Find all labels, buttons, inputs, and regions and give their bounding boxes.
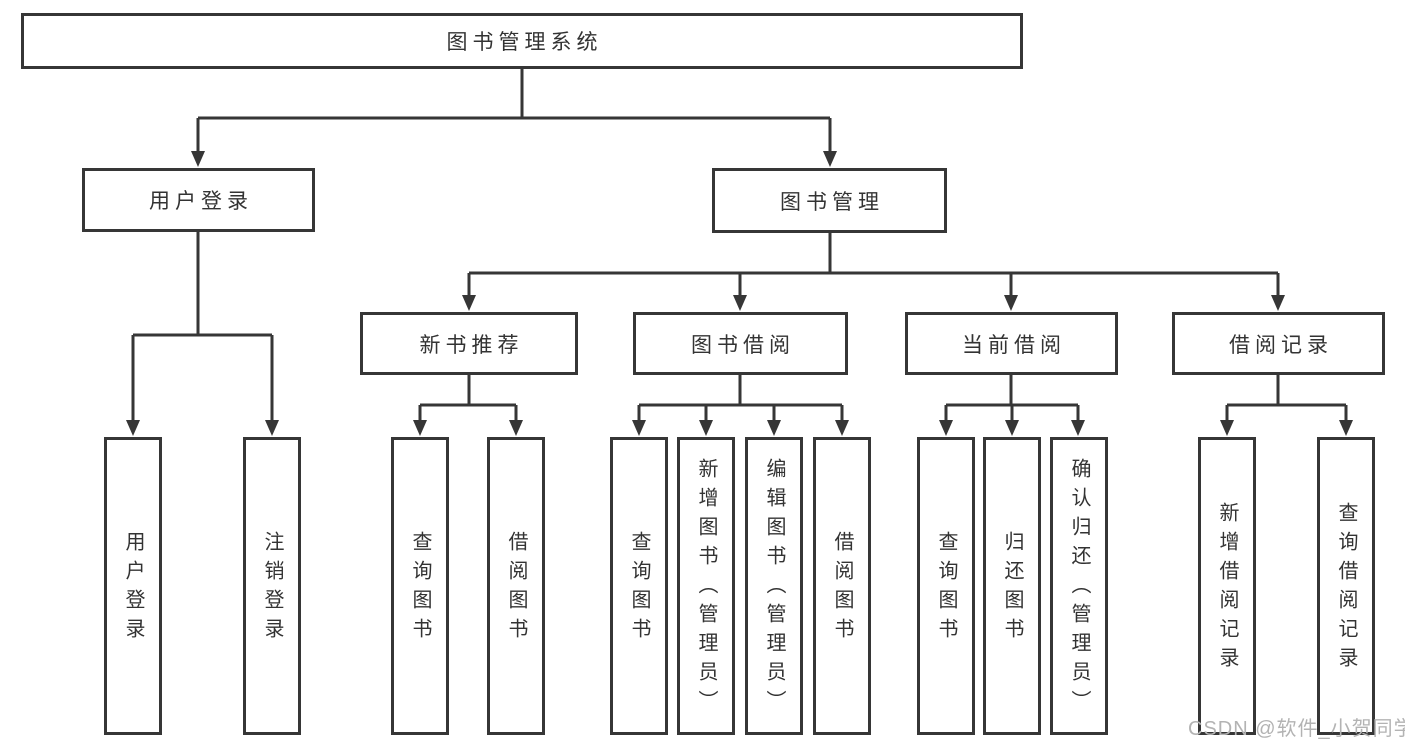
leaf-recommend-query-books: 查询图书 [391,437,449,735]
leaf-current-confirm-return-admin-label: 确认归还（管理员） [1068,458,1090,719]
node-book-borrow: 图书借阅 [633,312,848,375]
node-current-borrow: 当前借阅 [905,312,1118,375]
leaf-records-add-record: 新增借阅记录 [1198,437,1256,735]
leaf-borrow-edit-books-admin: 编辑图书（管理员） [745,437,803,735]
node-borrow-records: 借阅记录 [1172,312,1385,375]
connector-user-login-fork [131,232,274,422]
leaf-borrow-query-books: 查询图书 [610,437,668,735]
arrowheads-borrow-leaves [632,420,849,436]
connector-new-book-recommend-fork [418,375,518,422]
connector-book-borrow-fork [637,375,844,422]
arrowheads-user-login-leaves [126,420,279,436]
arrowheads-records-leaves [1220,420,1353,436]
leaf-borrow-borrow-books: 借阅图书 [813,437,871,735]
leaf-user-login: 用户登录 [104,437,162,735]
connector-borrow-records-fork [1225,375,1348,422]
leaf-borrow-borrow-books-label: 借阅图书 [831,530,853,647]
arrowheads-level3 [462,295,1285,311]
leaf-records-query-record-label: 查询借阅记录 [1335,501,1357,676]
node-book-management: 图书管理 [712,168,947,233]
node-user-login: 用户登录 [82,168,315,232]
leaf-user-login-label: 用户登录 [122,530,144,647]
leaf-borrow-edit-books-admin-label: 编辑图书（管理员） [763,458,785,719]
leaf-recommend-query-books-label: 查询图书 [409,530,431,647]
leaf-recommend-borrow-books: 借阅图书 [487,437,545,735]
leaf-borrow-add-books-admin: 新增图书（管理员） [677,437,735,735]
leaf-records-query-record: 查询借阅记录 [1317,437,1375,735]
leaf-borrow-query-books-label: 查询图书 [628,530,650,647]
leaf-current-query-books-label: 查询图书 [935,530,957,647]
leaf-current-confirm-return-admin: 确认归还（管理员） [1050,437,1108,735]
connector-current-borrow-fork [944,375,1080,422]
arrowheads-recommend-leaves [413,420,523,436]
connector-book-management-fork [467,232,1280,297]
leaf-current-return-books-label: 归还图书 [1001,530,1023,647]
csdn-watermark: CSDN @软件_小贺同学 [1188,718,1405,740]
leaf-current-return-books: 归还图书 [983,437,1041,735]
leaf-logout-label: 注销登录 [261,530,283,647]
leaf-current-query-books: 查询图书 [917,437,975,735]
arrowheads-level2 [191,151,837,167]
connector-root-to-level2 [196,69,832,153]
leaf-borrow-add-books-admin-label: 新增图书（管理员） [695,458,717,719]
leaf-logout: 注销登录 [243,437,301,735]
arrowheads-current-leaves [939,420,1085,436]
leaf-recommend-borrow-books-label: 借阅图书 [505,530,527,647]
node-root-library-system: 图书管理系统 [21,13,1023,69]
node-new-book-recommend: 新书推荐 [360,312,578,375]
leaf-records-add-record-label: 新增借阅记录 [1216,501,1238,676]
